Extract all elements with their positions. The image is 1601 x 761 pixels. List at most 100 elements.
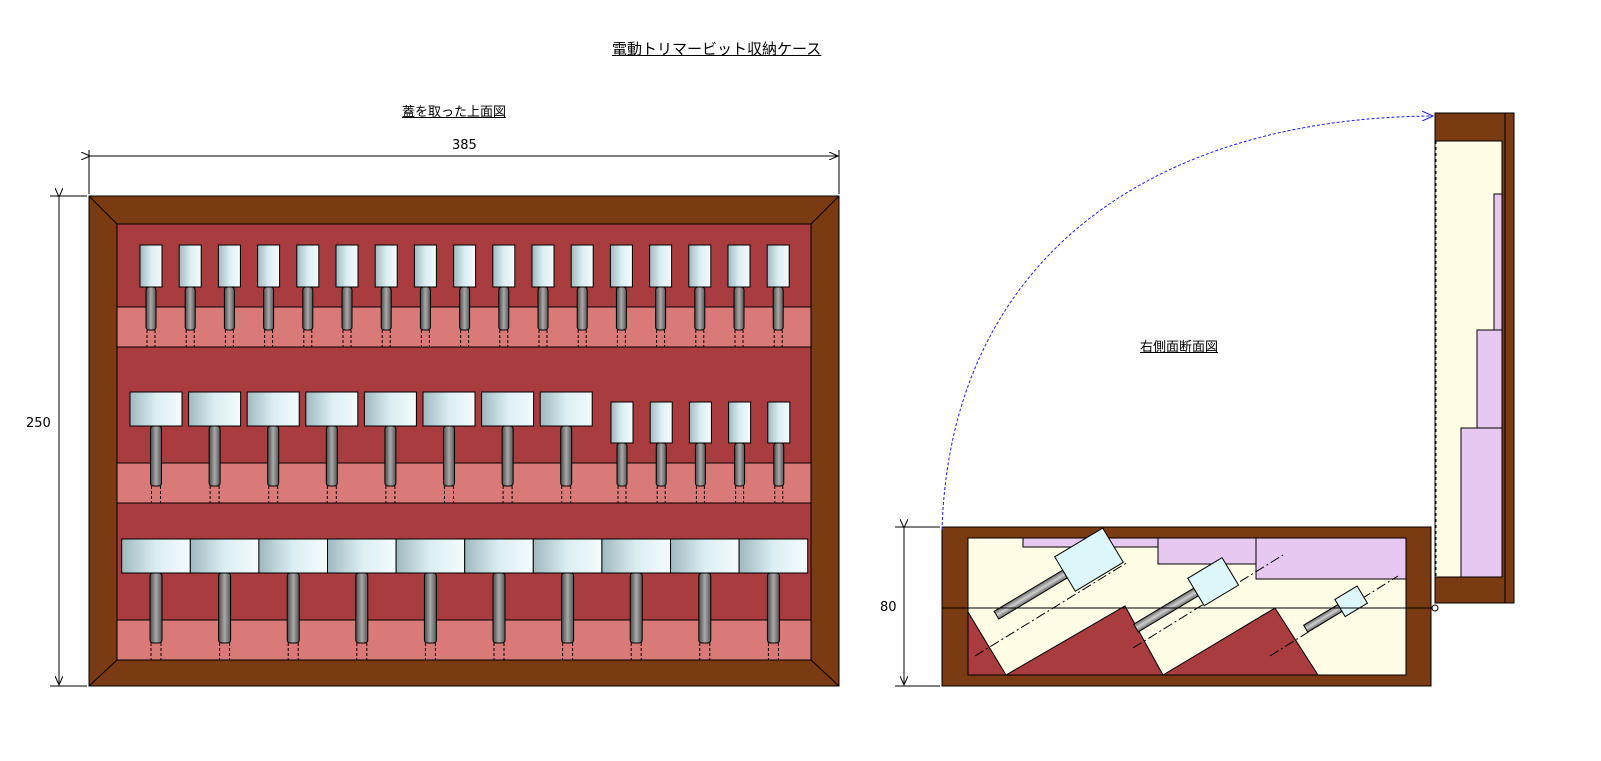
top-view-group	[50, 150, 840, 687]
row1-bit-17-head	[766, 244, 790, 288]
row3-bit-6-shank	[492, 572, 506, 644]
row1-bit-11-head	[531, 244, 555, 288]
bit-rail-2	[116, 462, 812, 504]
row2-narrow-bit-3-shank	[694, 442, 706, 487]
row1-bit-3-head	[217, 244, 241, 288]
row2-wide-bit-7-head	[481, 391, 535, 427]
row2-wide-bit-6-shank	[443, 425, 455, 487]
row2-wide-bit-2-head	[188, 391, 242, 427]
row1-bit-12-head	[570, 244, 594, 288]
bit-rail-3	[116, 619, 812, 661]
row1-bit-6-shank	[341, 286, 353, 331]
row1-bit-15-head	[688, 244, 712, 288]
row3-bit-10-shank	[766, 572, 780, 644]
row1-bit-14-shank	[655, 286, 667, 331]
row3-bit-5-head	[395, 538, 466, 574]
row1-bit-3-shank	[223, 286, 235, 331]
row2-narrow-bit-3-head	[688, 401, 712, 444]
side-lid-block-3	[1255, 537, 1407, 580]
row3-bit-1-head	[121, 538, 191, 574]
row1-bit-12-shank	[576, 286, 588, 331]
frame-miter-br	[810, 659, 840, 687]
row3-bit-2-head	[189, 538, 260, 574]
row3-bit-9-head	[670, 538, 740, 574]
row1-bit-9-shank	[459, 286, 471, 331]
frame-miter-bl	[88, 659, 118, 687]
row3-bit-2-shank	[218, 572, 232, 644]
row2-narrow-bit-1-head	[610, 401, 634, 444]
row3-bit-7-shank	[561, 572, 575, 644]
row2-narrow-bit-2-shank	[655, 442, 667, 487]
row3-bit-4-shank	[355, 572, 369, 644]
side-bit-1	[993, 527, 1124, 620]
row2-wide-bit-8-shank	[560, 425, 573, 487]
side-view-group	[895, 112, 1515, 687]
row1-bit-9-head	[453, 244, 477, 288]
row1-bit-15-shank	[694, 286, 706, 331]
row2-narrow-bit-1-shank	[616, 442, 628, 487]
frame-miter-tl	[88, 195, 118, 225]
row2-wide-bit-3-shank	[267, 425, 280, 487]
row3-bit-10-head	[738, 538, 809, 574]
side-hinge-pin	[1431, 604, 1439, 612]
drawing-title: 電動トリマービット収納ケース	[612, 40, 822, 58]
side-lid-insert-3	[1460, 427, 1503, 578]
side-holder-2	[1004, 605, 1164, 676]
row2-wide-bit-6-head	[422, 391, 476, 427]
row2-wide-bit-5-head	[363, 391, 417, 427]
row2-narrow-bit-5-shank	[773, 442, 785, 487]
side-view-label: 右側面断面図	[1140, 340, 1219, 355]
row3-bit-3-shank	[286, 572, 300, 644]
row2-narrow-bit-4-head	[728, 401, 752, 444]
row2-wide-bit-1-head	[129, 391, 183, 427]
row1-bit-10-head	[492, 244, 516, 288]
row1-bit-4-head	[257, 244, 281, 288]
row3-bit-1-shank	[149, 572, 163, 644]
width-dimension-value: 385	[452, 138, 477, 153]
row1-bit-7-shank	[380, 286, 392, 331]
row2-narrow-bit-2-head	[649, 401, 673, 444]
side-lid-block-2	[1157, 537, 1257, 565]
top-view-label: 蓋を取った上面図	[402, 105, 507, 120]
row1-bit-13-shank	[615, 286, 627, 331]
side-lid-insert-2	[1476, 329, 1503, 429]
side-bit-1-head	[1054, 527, 1124, 592]
side-lid-insert-1	[1493, 193, 1503, 331]
row2-wide-bit-8-head	[539, 391, 593, 427]
row3-bit-3-head	[258, 538, 328, 574]
height-dimension-value: 250	[26, 416, 51, 431]
frame-miter-tr	[810, 195, 840, 225]
row2-wide-bit-1-shank	[150, 425, 162, 487]
lid-opening-arc	[941, 116, 1433, 531]
row1-bit-10-shank	[498, 286, 510, 331]
row1-bit-5-head	[296, 244, 320, 288]
row1-bit-5-shank	[302, 286, 314, 331]
row3-bit-6-head	[464, 538, 534, 574]
side-bit-2	[1132, 556, 1240, 633]
side-lid-edge	[1504, 112, 1515, 604]
side-bit-centerline-2	[1132, 554, 1284, 649]
row2-wide-bit-7-shank	[501, 425, 514, 487]
row2-wide-bit-3-head	[246, 391, 300, 427]
row1-bit-16-head	[727, 244, 751, 288]
row1-bit-8-head	[413, 244, 437, 288]
row1-bit-16-shank	[733, 286, 745, 331]
row3-bit-8-shank	[629, 572, 643, 644]
row2-wide-bit-2-shank	[208, 425, 221, 487]
row3-bit-5-shank	[423, 572, 437, 644]
side-height-dimension-value: 80	[880, 600, 897, 615]
row1-bit-14-head	[649, 244, 673, 288]
row3-bit-7-head	[532, 538, 603, 574]
row2-wide-bit-5-shank	[384, 425, 397, 487]
row1-bit-4-shank	[263, 286, 275, 331]
row2-narrow-bit-4-shank	[734, 442, 746, 487]
row1-bit-2-head	[178, 244, 202, 288]
row1-bit-8-shank	[419, 286, 431, 331]
row1-bit-1-head	[139, 244, 163, 288]
row3-bit-9-shank	[698, 572, 712, 644]
row2-wide-bit-4-shank	[325, 425, 338, 487]
row1-bit-6-head	[335, 244, 359, 288]
row1-bit-11-shank	[537, 286, 549, 331]
